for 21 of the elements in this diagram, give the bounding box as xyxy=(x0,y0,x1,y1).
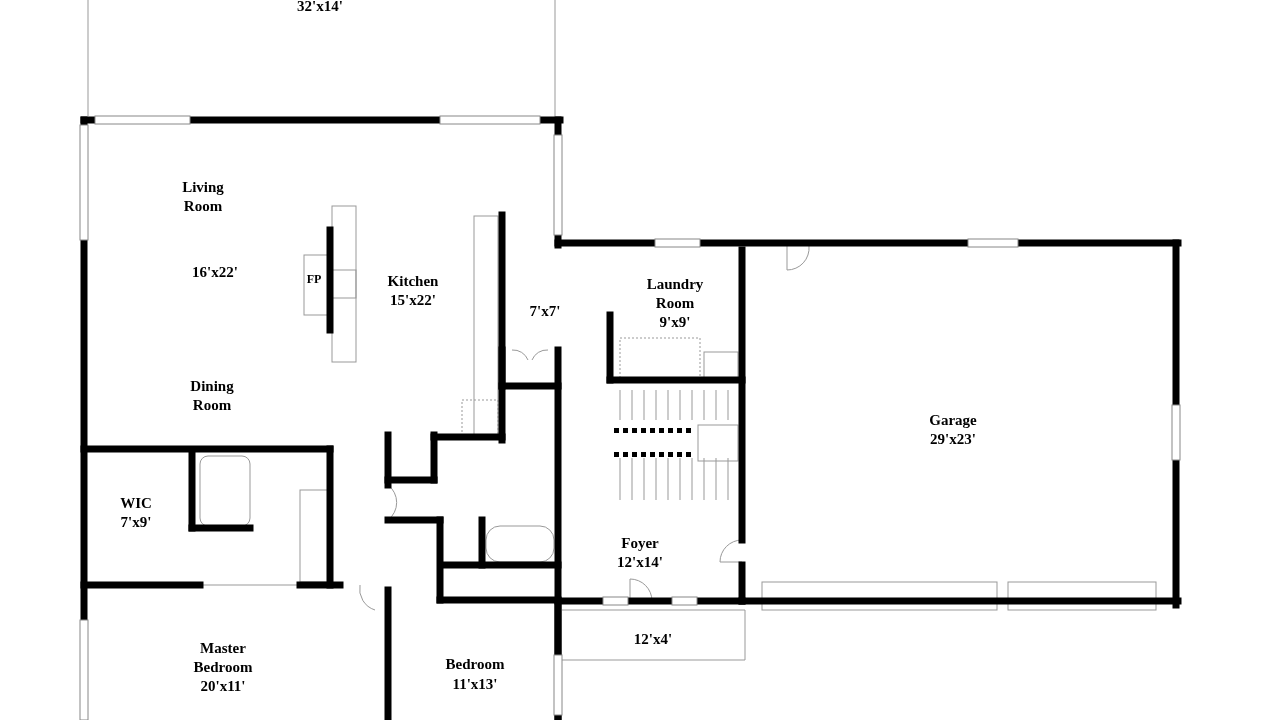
room-label: Bedroom xyxy=(445,655,505,674)
room-name: Kitchen xyxy=(387,272,439,291)
room-label: 7'x9' xyxy=(120,513,152,532)
room-label: 15'x22' xyxy=(390,291,436,310)
room-name: 9'x9' xyxy=(659,313,691,332)
room-label: 32'x14' xyxy=(297,0,343,16)
room-name: 7'x7' xyxy=(529,302,561,321)
room-name: 12'x4' xyxy=(633,630,673,649)
room-name: WIC xyxy=(120,494,152,513)
room-label: 12'x14' xyxy=(617,553,663,572)
room-name: 11'x13' xyxy=(452,675,498,694)
room-label: Laundry Room xyxy=(645,275,705,313)
room-label: Master Bedroom xyxy=(192,639,254,677)
room-label: 29'x23' xyxy=(930,430,976,449)
room-name: Garage xyxy=(929,411,977,430)
room-label: Dining Room xyxy=(189,377,235,415)
room-name: 16'x22' xyxy=(192,263,238,282)
room-label: FP xyxy=(306,271,322,288)
room-name: 20'x11' xyxy=(200,677,246,696)
room-name: Foyer xyxy=(621,534,659,553)
room-label: Living Room xyxy=(181,178,225,216)
